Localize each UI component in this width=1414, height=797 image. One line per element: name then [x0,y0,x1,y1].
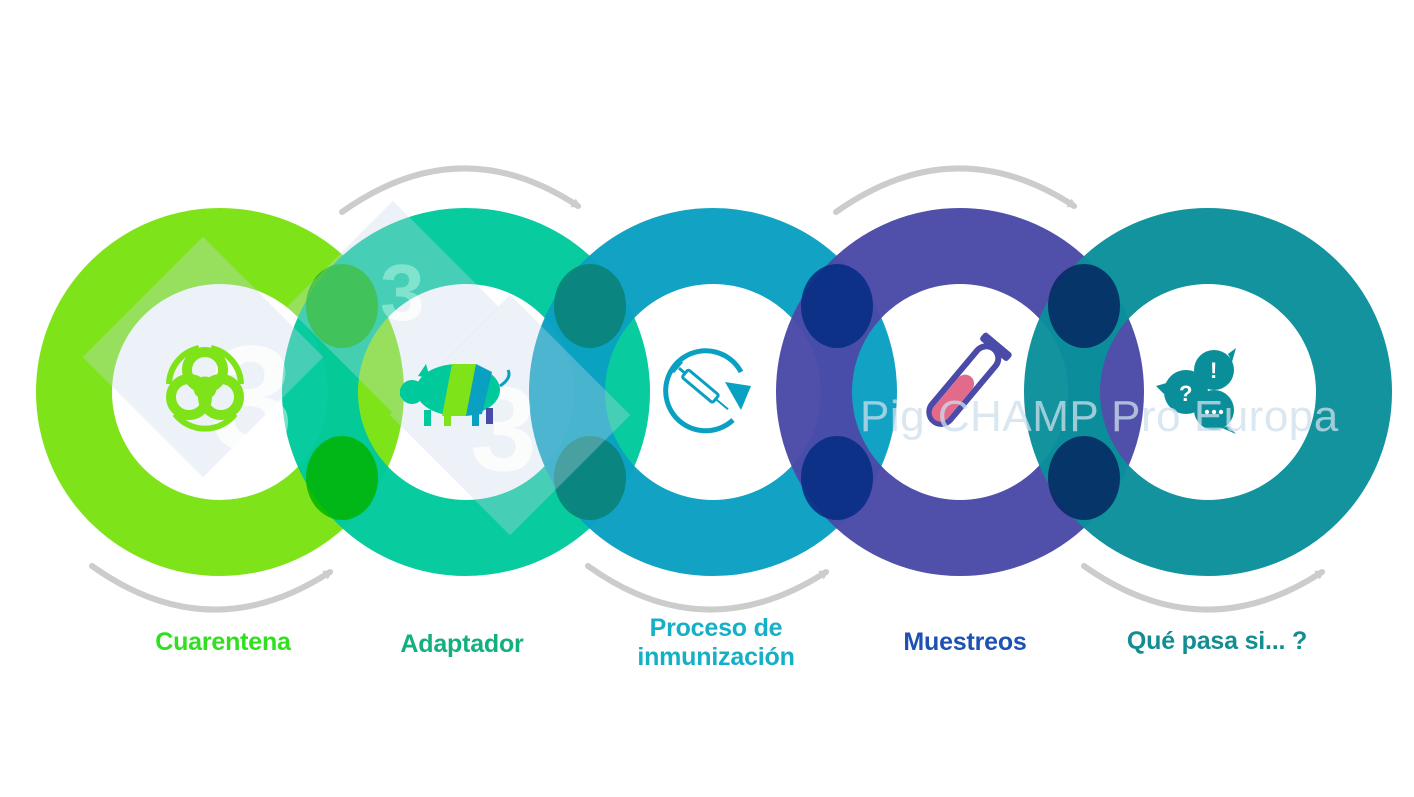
overlap-2-bottom [554,436,626,520]
label-muestreos: Muestreos [845,628,1085,657]
pig-icon [400,364,511,426]
ring-cuarentena [36,208,404,576]
label-que-pasa: Qué pasa si... ? [1097,627,1337,656]
ring-que-pasa [1024,208,1392,576]
arrow-bottom-1 [89,563,334,613]
test-tube-icon [926,332,1012,427]
label-line: Proceso de [649,614,783,642]
label-adaptador: Adaptador [342,630,582,659]
overlap-2-top [554,264,626,348]
label-line: Cuarentena [155,628,291,656]
label-cuarentena: Cuarentena [103,628,343,657]
arrow-top-2 [833,165,1078,215]
label-line: inmunización [637,643,795,671]
overlap-4-bottom [1048,436,1120,520]
svg-text:?: ? [1179,381,1192,406]
ring-adaptador [282,208,650,576]
biohazard-icon [166,345,244,432]
speech-bubbles-icon: ? ! [1156,348,1236,434]
overlap-1-bottom [306,436,378,520]
overlap-3-bottom [801,436,873,520]
ring-inmunizacion [529,208,897,576]
svg-text:3: 3 [210,314,293,482]
svg-text:3: 3 [380,248,425,337]
overlap-3-top [801,264,873,348]
label-line: Adaptador [400,630,524,658]
svg-text:!: ! [1210,358,1217,383]
overlap-1-top [306,264,378,348]
arrow-bottom-3 [1081,563,1326,613]
arrow-top-1 [339,165,582,215]
watermark-text: Pig CHAMP Pro Europa [860,392,1339,441]
label-inmunizacion: Proceso de inmunización [596,614,836,672]
label-line: Qué pasa si... ? [1126,627,1308,655]
syringe-cycle-icon [663,348,751,434]
ring-overlaps [306,264,1120,520]
rings [36,208,1392,576]
overlap-4-top [1048,264,1120,348]
label-line: Muestreos [903,628,1027,656]
arrow-bottom-2 [585,563,830,613]
arrows [89,165,1326,613]
ring-muestreos [776,208,1144,576]
